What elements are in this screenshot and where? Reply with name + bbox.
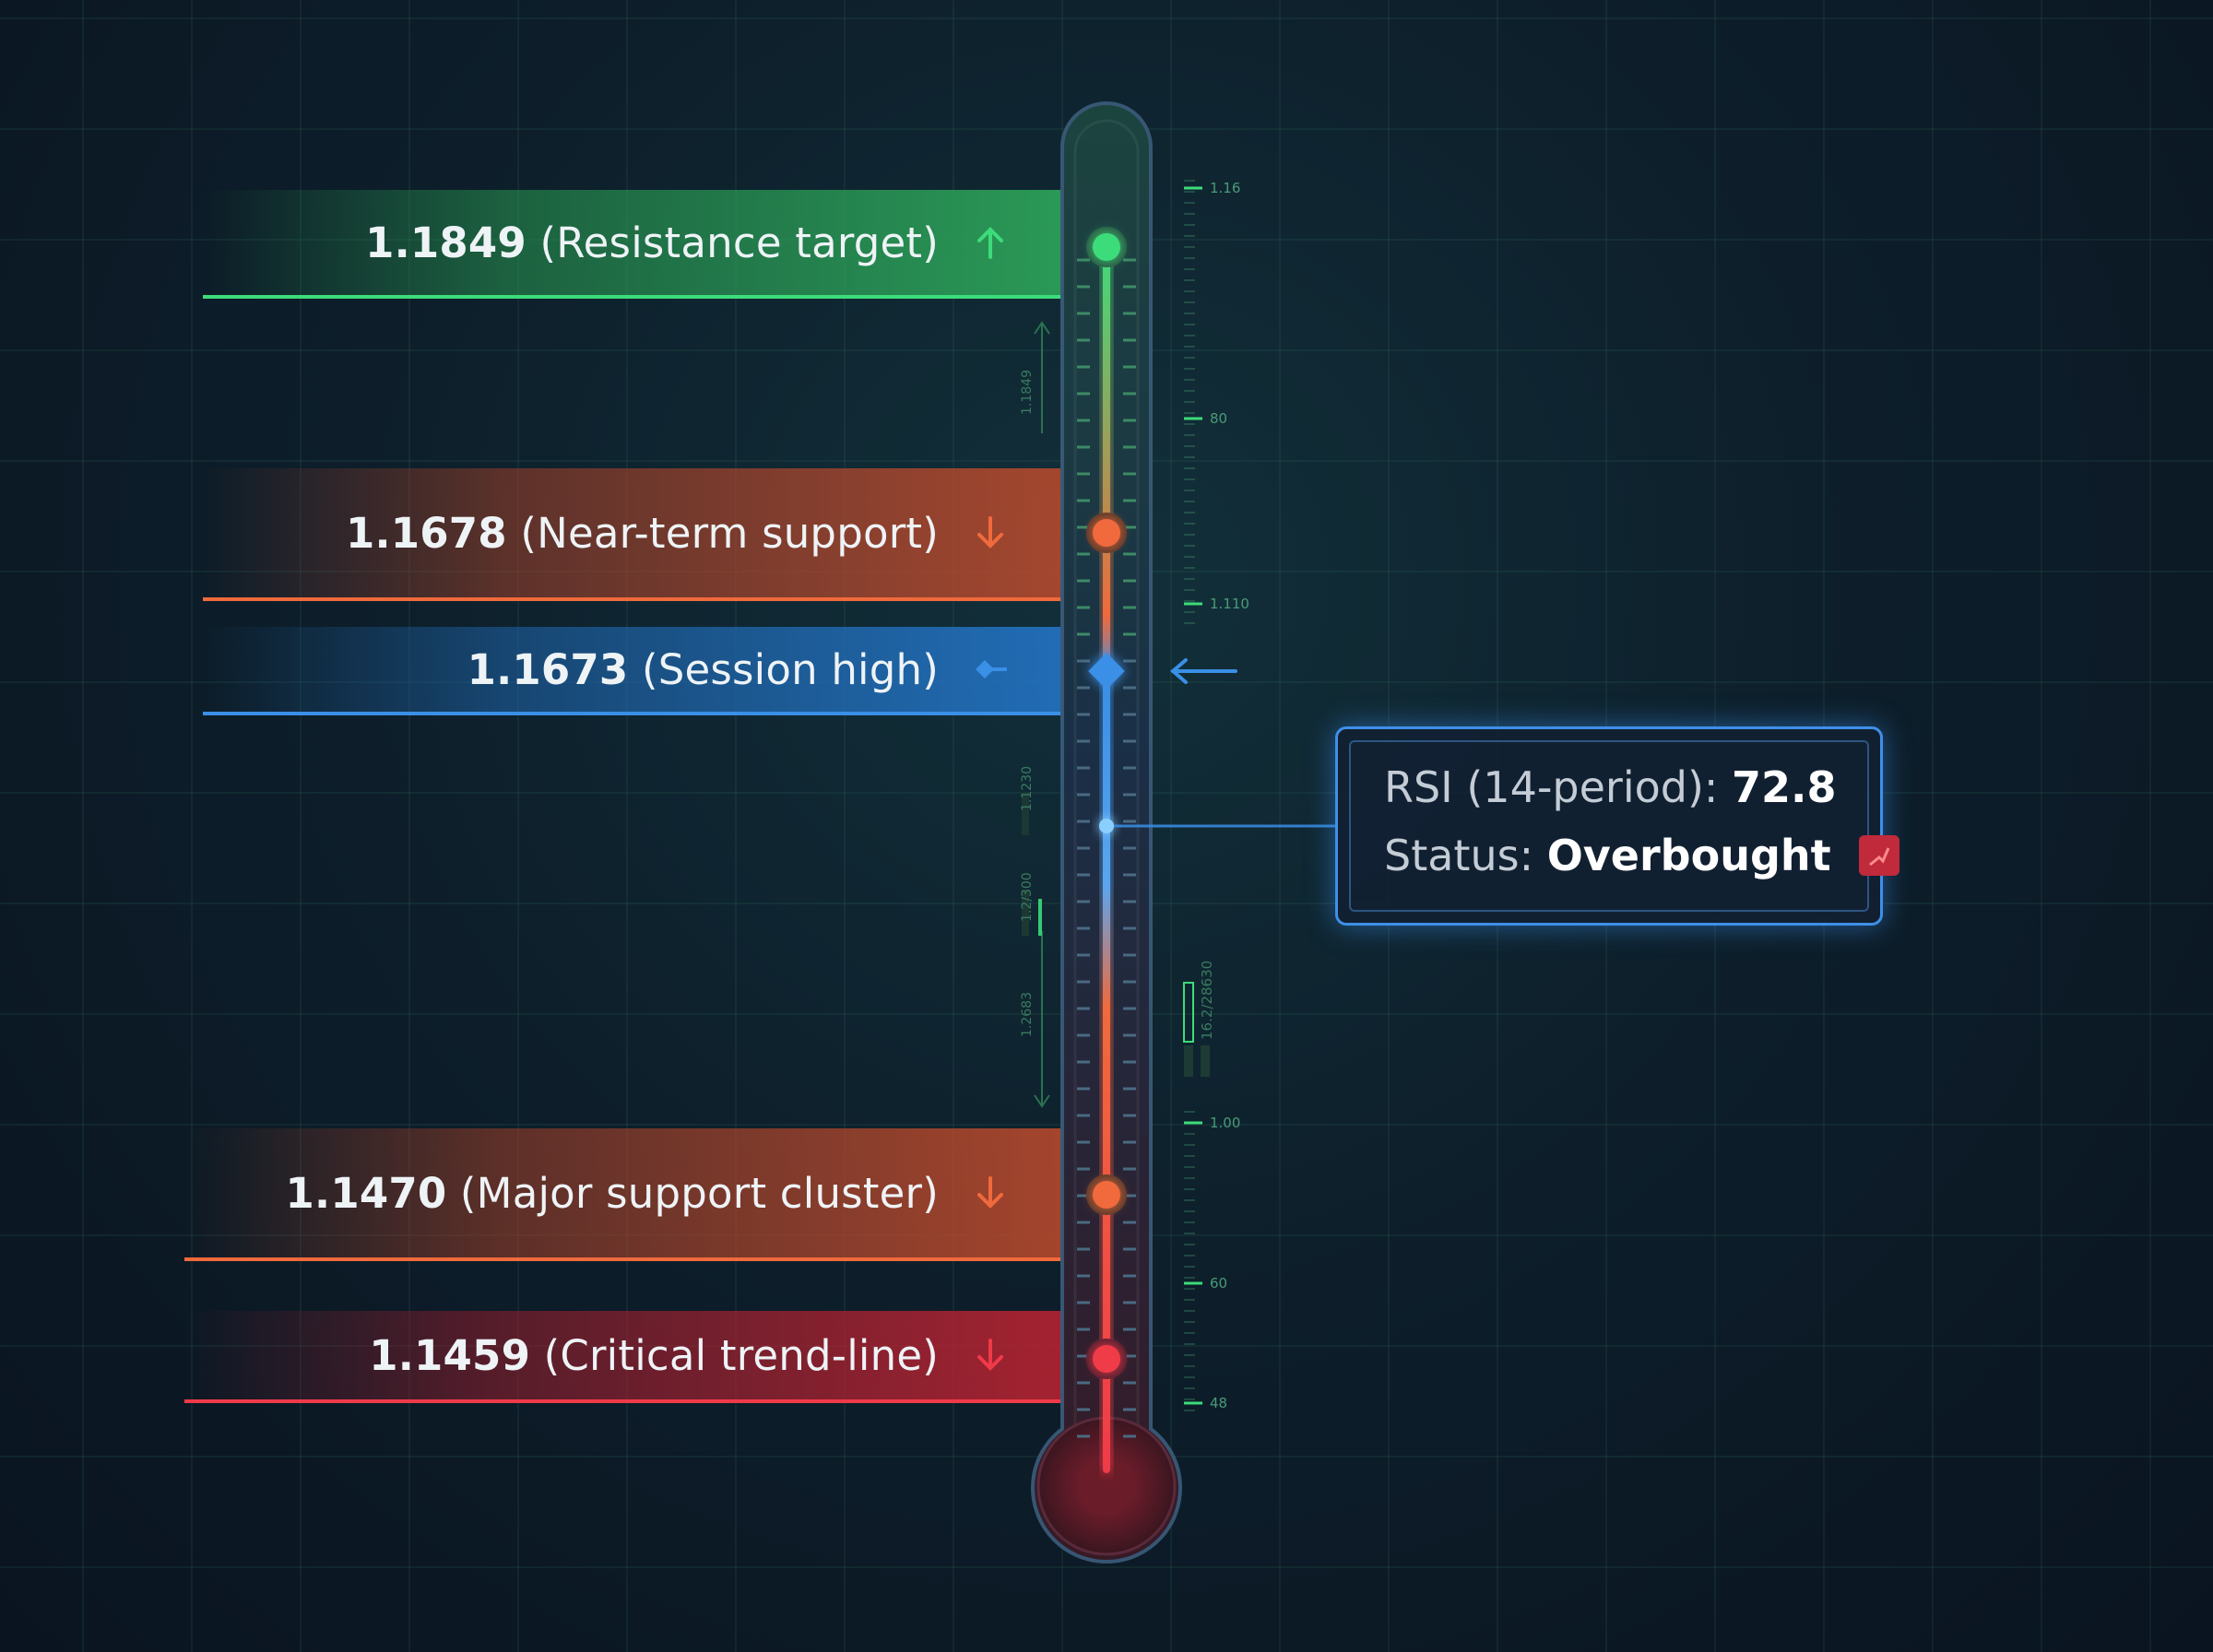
level-label: (Critical trend-line) bbox=[543, 1330, 939, 1380]
rsi-value: 72.8 bbox=[1732, 762, 1837, 812]
left-arrow-icon bbox=[1169, 658, 1237, 684]
rsi-info-panel: RSI (14-period): 72.8 Status: Overbought bbox=[1335, 726, 1900, 926]
right-scale-label: 48 bbox=[1210, 1395, 1227, 1411]
right-scale: 1.16 80 1.110 1.00 60 48 bbox=[1184, 180, 1249, 1411]
right-scale-label: 1.00 bbox=[1210, 1115, 1240, 1131]
left-scale-label: 1.2683 bbox=[1020, 992, 1035, 1037]
level-label: (Near-term support) bbox=[520, 508, 939, 558]
marker-session-high bbox=[1088, 653, 1125, 690]
right-scale-label: 1.110 bbox=[1210, 596, 1249, 612]
left-scale-label: 1.2/300 bbox=[1020, 872, 1035, 922]
level-value: 1.1673 bbox=[467, 644, 629, 694]
level-band-near-term-support: 1.1678 (Near-term support) bbox=[203, 468, 1062, 601]
right-scale-label: 1.16 bbox=[1210, 180, 1240, 196]
thermometer-stem bbox=[1103, 247, 1110, 1473]
left-scale bbox=[1022, 321, 1050, 1108]
chart-up-icon bbox=[1859, 835, 1900, 876]
status-value: Overbought bbox=[1546, 831, 1831, 880]
level-band-session-high: 1.1673 (Session high) bbox=[203, 627, 1062, 715]
level-label: (Session high) bbox=[641, 644, 939, 694]
status-label: Status: bbox=[1384, 831, 1534, 880]
level-value: 1.1470 bbox=[285, 1168, 447, 1218]
marker-rsi-point bbox=[1099, 819, 1114, 833]
right-scale-label: 80 bbox=[1210, 410, 1227, 427]
level-value: 1.1678 bbox=[345, 508, 507, 558]
down-arrow-icon bbox=[977, 1176, 1003, 1209]
rsi-label: RSI (14-period): bbox=[1384, 762, 1719, 812]
right-scale-label: 60 bbox=[1210, 1275, 1227, 1292]
down-arrow-icon bbox=[977, 1339, 1003, 1371]
level-band-major-support-cluster: 1.1470 (Major support cluster) bbox=[184, 1128, 1062, 1261]
side-gauge-label: 16.2/28630 bbox=[1199, 961, 1215, 1040]
up-arrow-icon bbox=[977, 227, 1003, 259]
level-band-resistance-target: 1.1849 (Resistance target) bbox=[203, 190, 1062, 299]
level-value: 1.1459 bbox=[369, 1330, 531, 1380]
level-label: (Major support cluster) bbox=[459, 1168, 939, 1218]
side-mini-gauge: 16.2/28630 bbox=[1183, 961, 1215, 1077]
level-value: 1.1849 bbox=[365, 218, 527, 267]
down-arrow-icon bbox=[977, 516, 1003, 549]
level-label: (Resistance target) bbox=[539, 218, 939, 267]
level-band-critical-trend-line: 1.1459 (Critical trend-line) bbox=[184, 1311, 1062, 1403]
diamond-pointer-icon bbox=[976, 660, 1007, 678]
rsi-line: RSI (14-period): 72.8 bbox=[1384, 762, 1837, 812]
status-line: Status: Overbought bbox=[1384, 831, 1900, 880]
left-scale-label: 1.1849 bbox=[1020, 370, 1035, 415]
left-scale-label: 1.1230 bbox=[1020, 766, 1035, 811]
